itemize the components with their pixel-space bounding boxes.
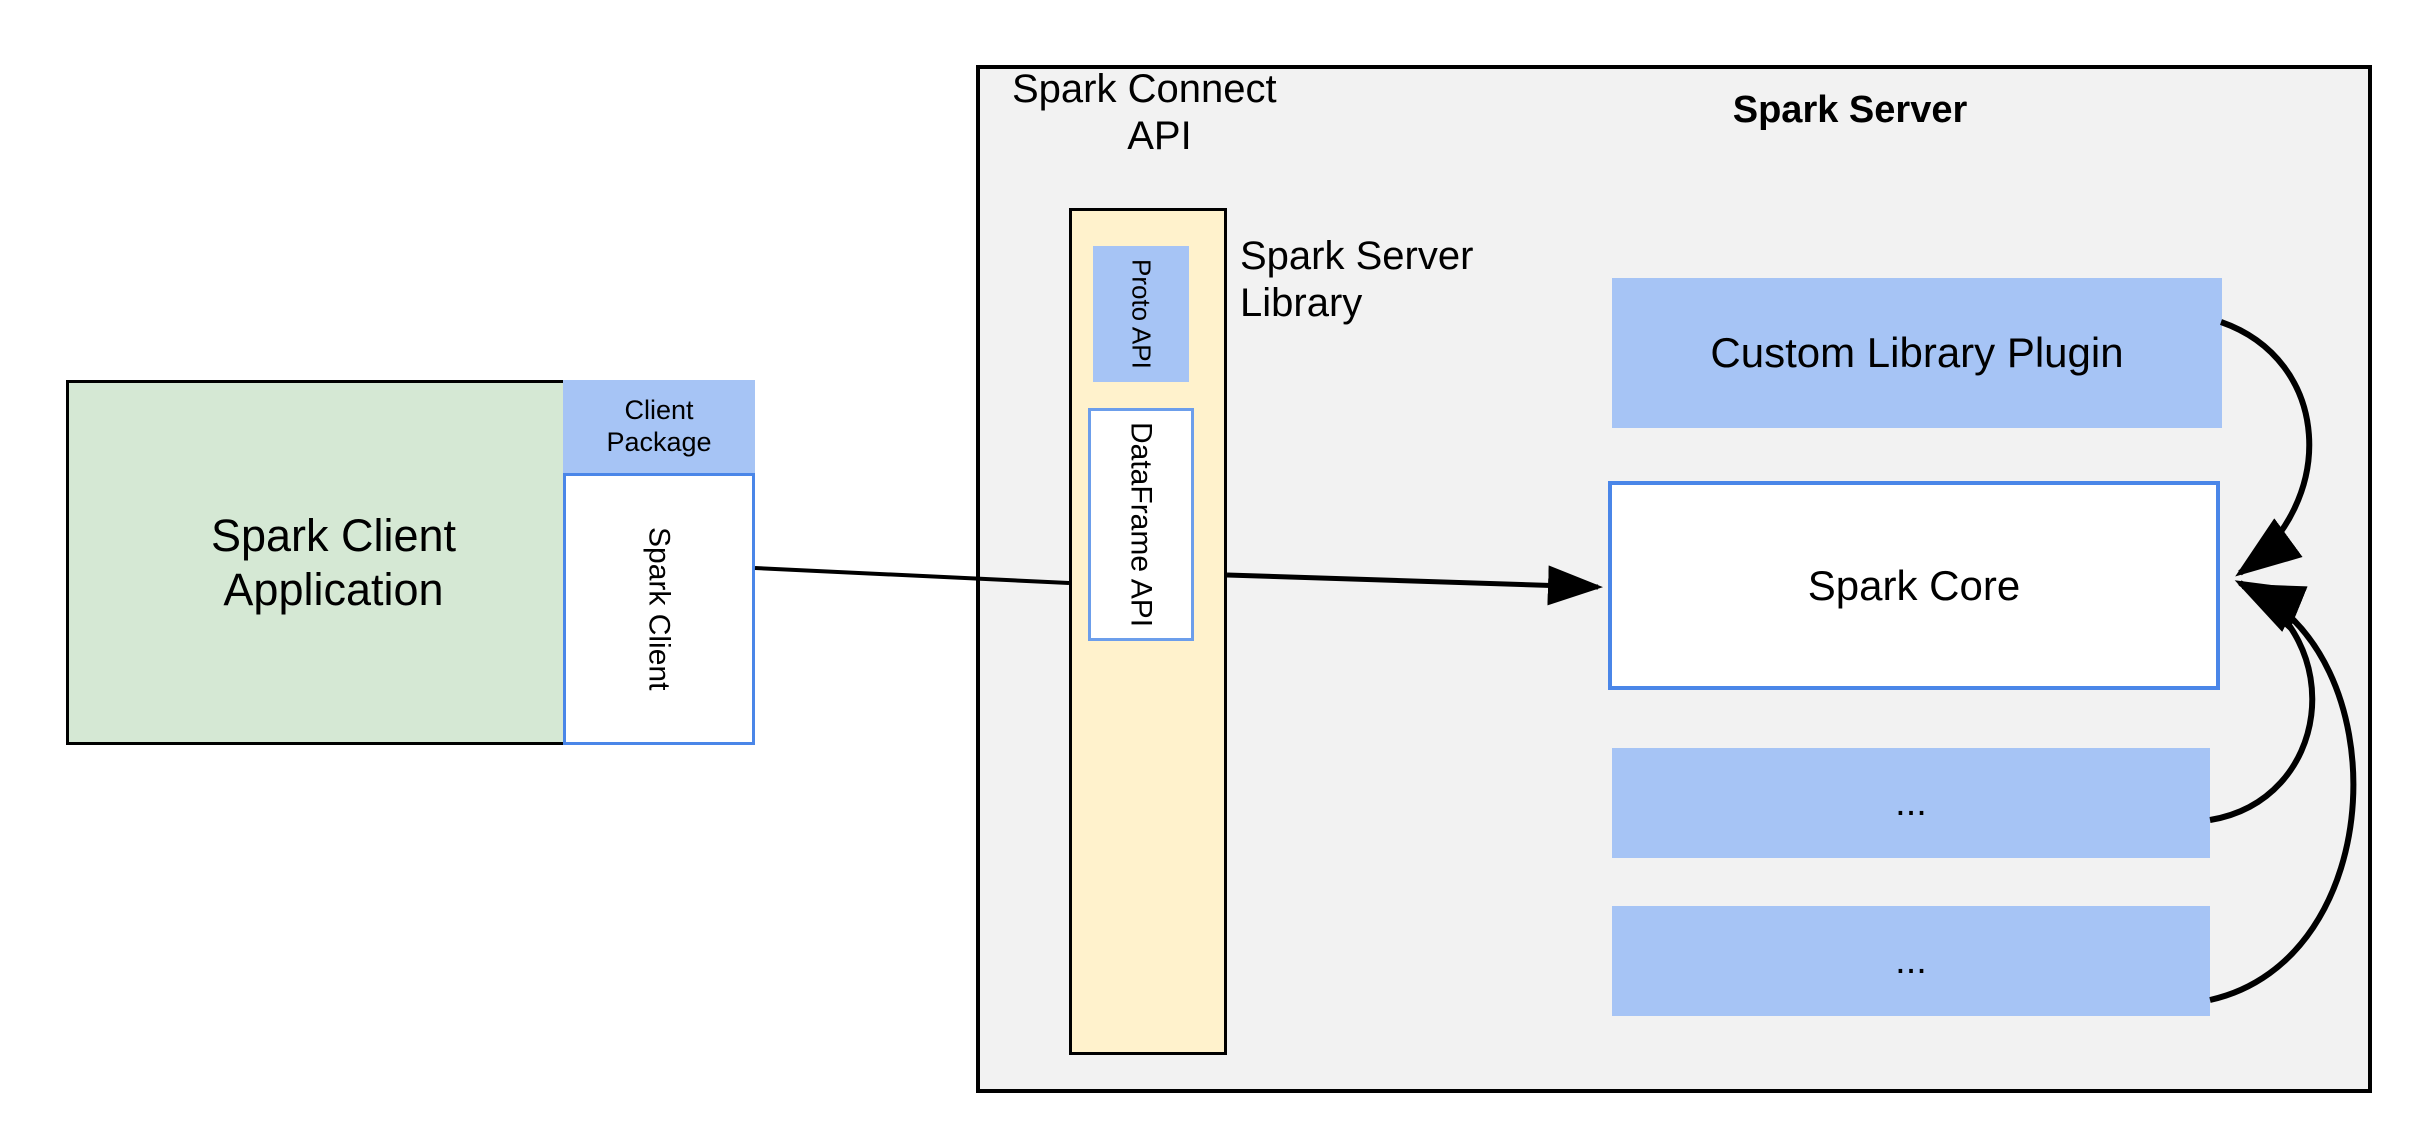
spark-core-box: Spark Core [1608, 481, 2220, 690]
module-placeholder-box-2: ... [1612, 906, 2210, 1016]
client-package-line2: Package [606, 426, 712, 457]
client-package-line1: Client [624, 394, 694, 425]
server-library-line2: Library [1240, 281, 1363, 325]
spark-connect-api-label: Spark Connect API [1012, 66, 1307, 158]
server-library-line1: Spark Server [1240, 233, 1474, 278]
custom-library-plugin-box: Custom Library Plugin [1612, 278, 2222, 428]
spark-server-title: Spark Server [1732, 88, 1968, 131]
dataframe-api-box: DataFrame API [1088, 408, 1194, 641]
dataframe-api-label: DataFrame API [1124, 421, 1158, 628]
spark-client-box: Spark Client [563, 473, 755, 745]
client-app-line1: Spark Client [210, 510, 457, 562]
module-placeholder-box-1: ... [1612, 748, 2210, 858]
spark-server-library-label: Spark Server Library [1240, 233, 1530, 325]
connect-api-line1: Spark Connect [1012, 66, 1277, 111]
client-app-line2: Application [223, 563, 444, 615]
proto-api-box: Proto API [1093, 246, 1189, 382]
spark-client-application-box: Spark Client Application [66, 380, 601, 745]
client-package-box: Client Package [563, 380, 755, 473]
spark-client-label: Spark Client [642, 527, 676, 691]
proto-api-label: Proto API [1126, 259, 1157, 369]
connect-api-line2: API [1127, 114, 1192, 158]
